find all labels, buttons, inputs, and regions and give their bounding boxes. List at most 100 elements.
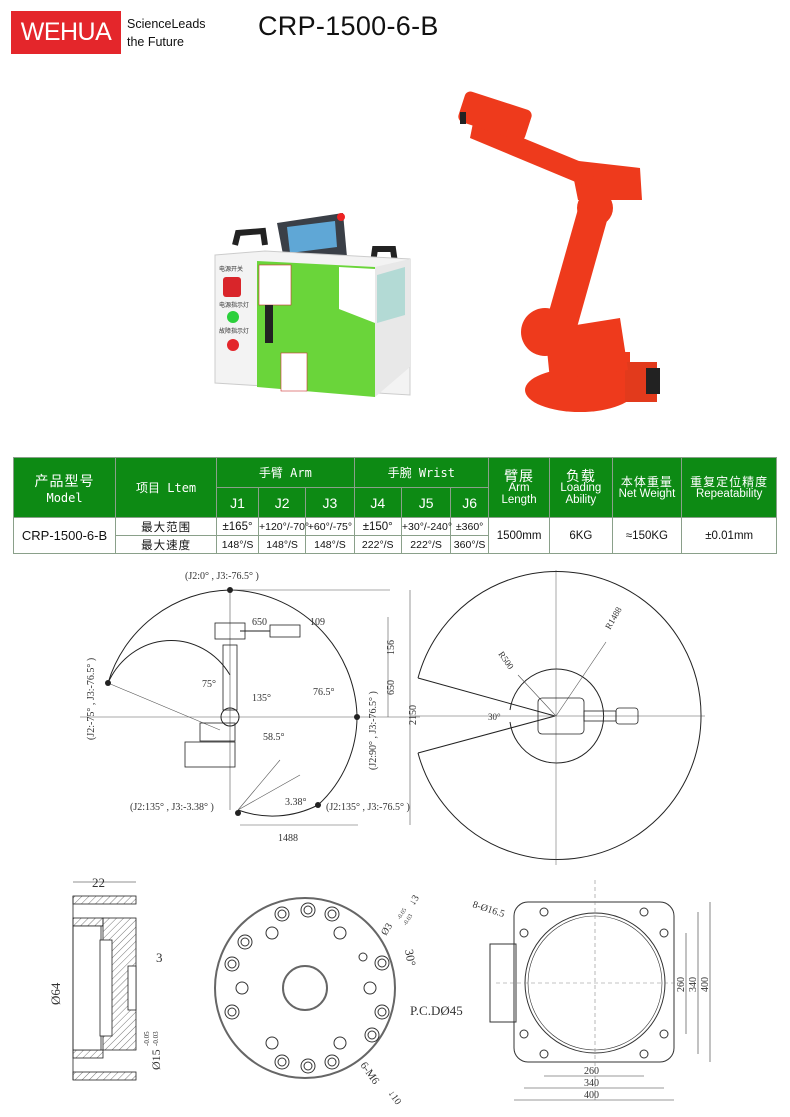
flange-step-label: 3 [156, 950, 163, 965]
speed-j4: 222°/S [353, 535, 402, 554]
base-plate-drawing: 8-Ø16.5 260 340 400 260 340 400 [471, 880, 711, 1101]
top-view-angle-label: 30° [488, 712, 501, 722]
dim-400-vertical: 400 [700, 977, 711, 992]
power-switch-icon [223, 277, 241, 297]
row-item-max-range: 最大范围 [115, 517, 218, 536]
joint-header-j5: J5 [400, 487, 452, 518]
flange-bore-tol-upper: -0.05 [143, 1031, 151, 1046]
loading-value: 6KG [549, 517, 613, 554]
table-row: CRP-1500-6-B 最大范围 ±165° +120°/-70° +60°/… [12, 517, 777, 554]
speed-j5: 222°/S [400, 535, 452, 554]
wrist-group-header: 手腕 Wrist [353, 457, 489, 488]
loading-header-en1: Loading [560, 481, 602, 494]
joint-header-j6: J6 [450, 487, 489, 518]
model-cell: CRP-1500-6-B [12, 517, 117, 554]
loading-header-en2: Ability [565, 493, 597, 506]
arm-group-header: 手臂 Arm [216, 457, 355, 488]
range-j1: ±165° [216, 517, 259, 536]
dim-1488: 1488 [278, 833, 298, 844]
flange-bore-tol-lower: -0.03 [152, 1031, 160, 1046]
loading-header: 负载 Loading Ability [549, 457, 613, 518]
fault-light-label: 故障指示灯 [219, 327, 249, 335]
dim-156: 156 [386, 640, 397, 655]
range-j5: +30°/-240° [400, 517, 452, 536]
power-switch-label: 电源开关 [219, 265, 243, 273]
joint-header-j4: J4 [353, 487, 402, 518]
angle-58-5: 58.5° [263, 732, 285, 743]
dim-109: 109 [310, 617, 325, 628]
model-header: 产品型号 Model [12, 457, 117, 518]
range-j2: +120°/-70° [257, 517, 309, 536]
range-j4: ±150° [353, 517, 402, 536]
radius-outer-label: R1488 [603, 605, 624, 631]
item-header: 项目 Ltem [115, 457, 218, 518]
radius-inner-label: R500 [496, 649, 516, 671]
thread-depth: ↓10 [386, 1088, 404, 1107]
pcd-label: P.C.DØ45 [410, 1003, 463, 1018]
dim-400-horizontal: 400 [584, 1090, 599, 1101]
top-view-workspace-drawing: R1488 R500 30° [410, 570, 705, 865]
repeatability-header-cn: 重复定位精度 [690, 474, 769, 489]
pin-label: Ø3 [379, 921, 395, 937]
speed-j6: 360°/S [450, 535, 489, 554]
brand-logo: WEHUA [11, 11, 121, 54]
pin-tol-upper: -0.05 [397, 907, 409, 921]
net-weight-header-cn: 本体重量 [620, 474, 673, 489]
dim-2150: 2150 [408, 705, 419, 725]
slogan-line-2: the Future [127, 35, 184, 49]
arm-length-header-en2: Length [501, 493, 537, 506]
holes-label: 8-Ø16.5 [471, 899, 506, 920]
page-title: CRP-1500-6-B [258, 11, 439, 41]
flange-bore-label: Ø15 [149, 1049, 163, 1070]
top-point-label: (J2:0° , J3:-76.5° ) [185, 571, 259, 582]
flange-section-drawing: 22 Ø64 3 Ø15 -0.05 -0.03 [48, 875, 163, 1081]
angle-75: 75° [202, 679, 216, 690]
repeatability-header-en: Repeatability [695, 487, 763, 500]
face-angle-label: 30° [402, 948, 419, 967]
range-j6: ±360° [450, 517, 489, 536]
speed-j3: 148°/S [305, 535, 355, 554]
joint-header-j1: J1 [216, 487, 259, 518]
fault-indicator-icon [227, 339, 239, 351]
row-item-max-speed: 最大速度 [115, 535, 218, 554]
dim-260-vertical: 260 [676, 977, 687, 992]
side-view-workspace-drawing: (J2:0° , J3:-76.5° ) (J2:-75° , J3:-76.5… [80, 571, 420, 844]
repeatability-header: 重复定位精度 Repeatability [681, 457, 777, 518]
speed-j1: 148°/S [216, 535, 259, 554]
dim-260-horizontal: 260 [584, 1066, 599, 1077]
angle-76-5: 76.5° [313, 687, 335, 698]
power-light-label: 电源指示灯 [219, 301, 249, 309]
angle-135: 135° [252, 693, 271, 704]
dim-340-vertical: 340 [688, 977, 699, 992]
flange-face-drawing: Ø3 -0.05 -0.03 ↓3 30° P.C.DØ45 6-M6 ↓10 [214, 893, 463, 1107]
flange-width-label: 22 [92, 875, 105, 890]
brand-slogan: ScienceLeads the Future [127, 15, 206, 51]
net-weight-value: ≈150KG [611, 517, 683, 554]
joint-header-j2: J2 [257, 487, 307, 518]
repeatability-value: ±0.01mm [681, 517, 777, 554]
arm-length-header: 臂展 Arm Length [487, 457, 551, 518]
flange-diameter-label: Ø64 [48, 982, 63, 1005]
controller-cabinet-image: 电源开关 电源指示灯 故障指示灯 [214, 213, 411, 397]
model-header-cn: 产品型号 [34, 472, 95, 489]
pin-tol-lower: -0.03 [403, 913, 415, 927]
thread-label: 6-M6 [358, 1060, 382, 1087]
pin-depth: ↓3 [407, 893, 422, 907]
arm-length-header-cn: 臂展 [504, 467, 535, 484]
bottom-left-point-label: (J2:135° , J3:-3.38° ) [130, 802, 214, 813]
angle-3-38: 3.38° [285, 797, 307, 808]
loading-header-cn: 负载 [565, 467, 596, 484]
net-weight-header: 本体重量 Net Weight [611, 457, 683, 518]
spec-table: 产品型号 Model 项目 Ltem 手臂 Arm 手腕 Wrist 臂展 Ar… [12, 457, 777, 554]
speed-j2: 148°/S [257, 535, 307, 554]
arm-length-header-en1: Arm [508, 481, 530, 494]
power-indicator-icon [227, 311, 239, 323]
joint-header-j3: J3 [305, 487, 355, 518]
dim-650-vertical: 650 [386, 680, 397, 695]
dim-340-horizontal: 340 [584, 1078, 599, 1089]
net-weight-header-en: Net Weight [618, 487, 676, 500]
table-row: 最大速度 148°/S 148°/S 148°/S 222°/S 222°/S … [14, 535, 777, 554]
teach-pendant [277, 213, 347, 265]
robot-arm-image [458, 91, 660, 412]
handle-icon [232, 227, 268, 246]
